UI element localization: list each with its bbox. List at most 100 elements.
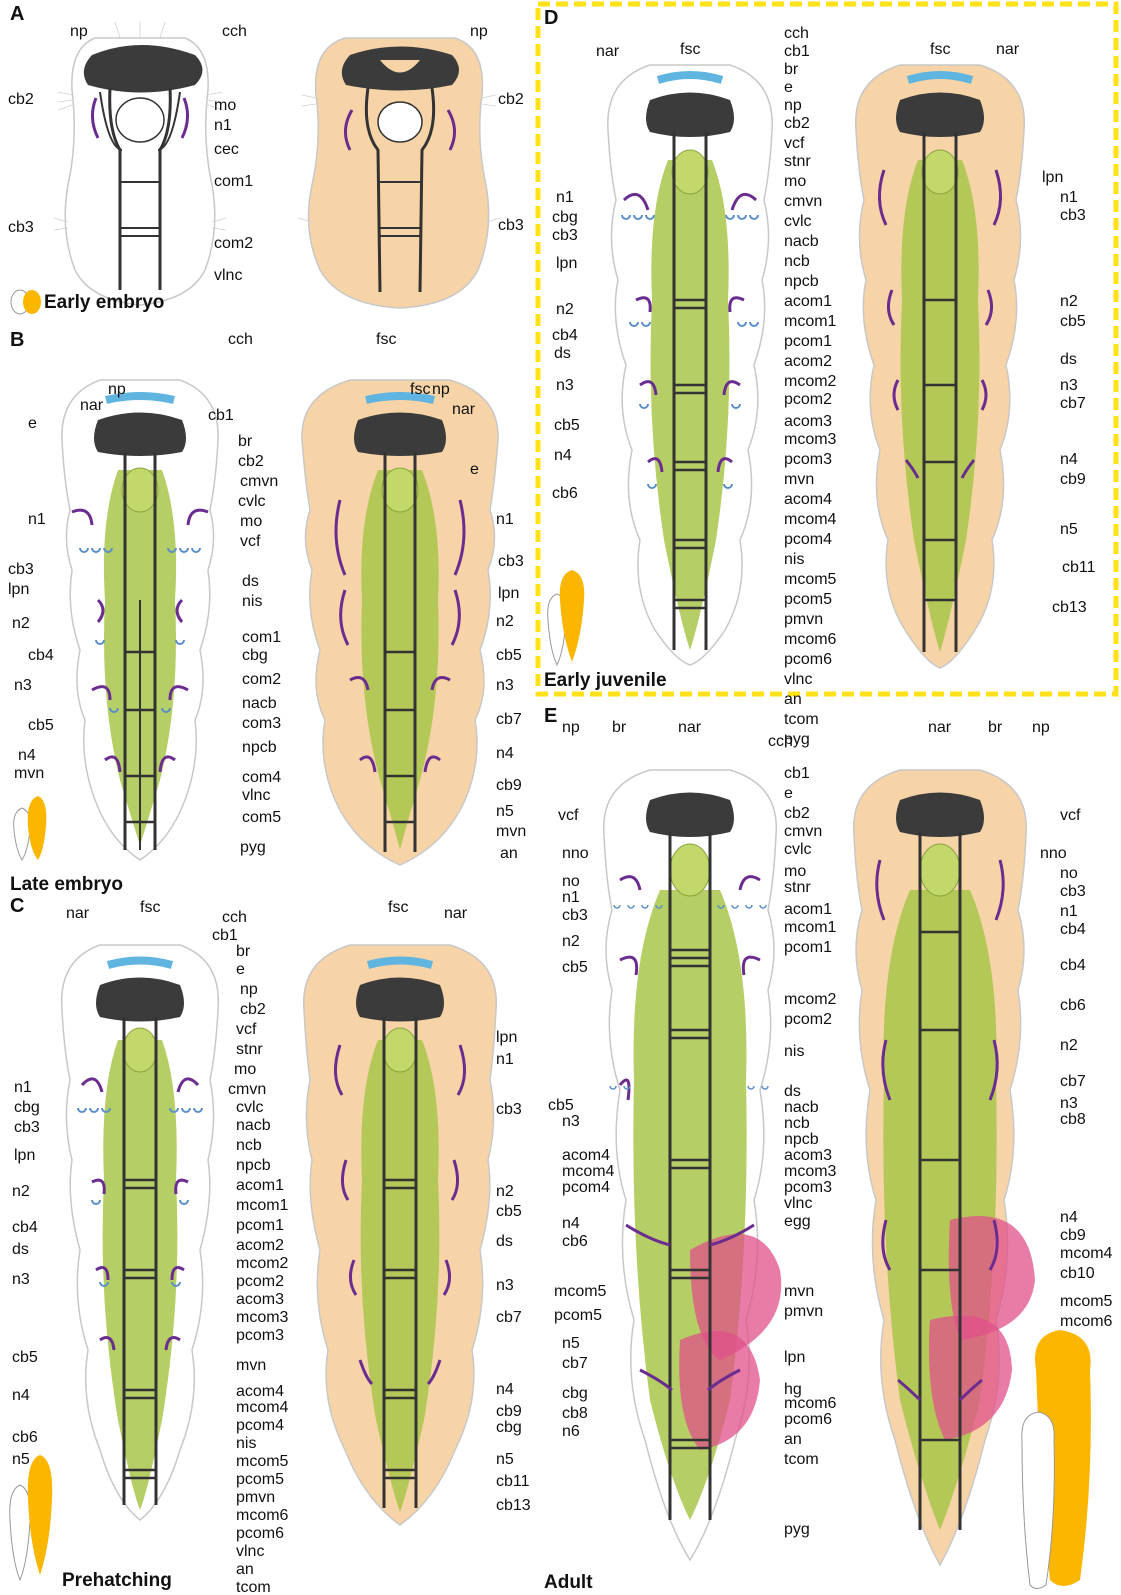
panel-c-label-br: br	[236, 943, 251, 960]
panel-d-label-fsc: fsc	[680, 41, 700, 58]
panel-b-label-cb7: cb7	[496, 711, 522, 728]
panel-b-label-an: an	[500, 845, 518, 862]
panel-a-label-np: np	[70, 23, 88, 40]
panel-b-label-npcb: npcb	[242, 739, 277, 756]
panel-b-label-cbg: cbg	[242, 647, 268, 664]
panel-c-label-acom3: acom3	[236, 1291, 284, 1308]
panel-e-label-cb8: cb8	[1060, 1111, 1086, 1128]
panel-d-label-vcf: vcf	[784, 135, 805, 152]
panel-d-label-ncb: ncb	[784, 253, 810, 270]
panel-e-label-mcom2: mcom2	[784, 991, 837, 1008]
panel-d-label-n2: n2	[556, 301, 574, 318]
panel-a-label-cb3: cb3	[8, 219, 34, 236]
panel-a-label-com2: com2	[214, 235, 253, 252]
panel-d-label-mcom1: mcom1	[784, 313, 837, 330]
panel-c-label-nar: nar	[66, 905, 90, 922]
panel-e-label-np: np	[562, 719, 580, 736]
panel-d-label-acom4: acom4	[784, 491, 832, 508]
panel-a-label-cec: cec	[214, 141, 239, 158]
panel-c-label-n1: n1	[496, 1051, 514, 1068]
panel-d-label-cb9: cb9	[1060, 471, 1086, 488]
panel-b-label-cb3: cb3	[8, 561, 34, 578]
panel-c-label-n4: n4	[496, 1381, 514, 1398]
panel-e-label-vcf: vcf	[558, 807, 579, 824]
stage-title-e: Adult	[544, 1572, 593, 1593]
panel-c-label-cb11: cb11	[496, 1473, 530, 1490]
panel-e-label-vlnc: vlnc	[784, 1195, 812, 1212]
panel-b-label-nacb: nacb	[242, 695, 277, 712]
panel-c-label-n5: n5	[12, 1451, 30, 1468]
panel-b-label-com1: com1	[242, 629, 281, 646]
panel-e-label-pcom3: pcom3	[784, 1179, 832, 1196]
panel-a-label-n1: n1	[214, 117, 232, 134]
panel-c-label-ncb: ncb	[236, 1137, 262, 1154]
panel-e-label-cb9: cb9	[1060, 1227, 1086, 1244]
panel-d-label-pcom4: pcom4	[784, 531, 832, 548]
panel-d-label-cmvn: cmvn	[784, 193, 822, 210]
panel-d-label-cb7: cb7	[1060, 395, 1086, 412]
panel-e-label-cbg: cbg	[562, 1385, 588, 1402]
panel-e-label-cb6: cb6	[562, 1233, 588, 1250]
panel-d-label-lpn: lpn	[1042, 169, 1063, 186]
panel-c-label-nacb: nacb	[236, 1117, 271, 1134]
panel-d-label-cb5: cb5	[1060, 313, 1086, 330]
panel-e-label-mo: mo	[784, 863, 806, 880]
panel-b-label-n4: n4	[18, 747, 36, 764]
panel-b-label-cmvn: cmvn	[240, 473, 278, 490]
panel-e-label-n2: n2	[1060, 1037, 1078, 1054]
panel-e-label-mcom6: mcom6	[784, 1395, 837, 1412]
panel-e-label-mcom4: mcom4	[562, 1163, 615, 1180]
panel-b-label-nar: nar	[80, 397, 104, 414]
panel-d-label-cb11: cb11	[1062, 559, 1096, 576]
panel-d-label-mcom2: mcom2	[784, 373, 837, 390]
panel-b-label-nar: nar	[452, 401, 476, 418]
panel-c-label-mcom4: mcom4	[236, 1399, 289, 1416]
panel-b-label-mo: mo	[240, 513, 262, 530]
panel-b-drawing	[62, 380, 498, 865]
panel-d-label-nar: nar	[996, 41, 1020, 58]
panel-b-label-cb4: cb4	[28, 647, 54, 664]
panel-c-label-acom4: acom4	[236, 1383, 284, 1400]
panel-e-label-n5: n5	[562, 1335, 580, 1352]
panel-e-label-npcb: npcb	[784, 1131, 819, 1148]
panel-d-label-pcom2: pcom2	[784, 391, 832, 408]
panel-c-label-pcom1: pcom1	[236, 1217, 284, 1234]
panel-e-label-cb1: cb1	[784, 765, 810, 782]
panel-e-label-nar: nar	[928, 719, 952, 736]
panel-b-label-cb3: cb3	[498, 553, 524, 570]
panel-e-label-cb5: cb5	[548, 1097, 574, 1114]
panel-e-label-cch: cch	[768, 733, 793, 750]
panel-b-label-ds: ds	[242, 573, 259, 590]
panel-c-label-cb4: cb4	[12, 1219, 38, 1236]
panel-d-label-n2: n2	[1060, 293, 1078, 310]
panel-b-label-e: e	[28, 415, 37, 432]
panel-b-label-mvn: mvn	[496, 823, 526, 840]
panel-b-label-cb5: cb5	[28, 717, 54, 734]
panel-d-label-cb6: cb6	[552, 485, 578, 502]
panel-e-label-cb6: cb6	[1060, 997, 1086, 1014]
panel-d-label-acom3: acom3	[784, 413, 832, 430]
panel-e-label-mcom5: mcom5	[554, 1283, 607, 1300]
panel-d-label-npcb: npcb	[784, 273, 819, 290]
panel-d-label-n3: n3	[556, 377, 574, 394]
panel-c-label-lpn: lpn	[14, 1147, 35, 1164]
panel-b-label-n2: n2	[496, 613, 514, 630]
panel-e-label-pyg: pyg	[784, 1521, 810, 1538]
panel-e-label-pcom2: pcom2	[784, 1011, 832, 1028]
panel-c-label-cb2: cb2	[240, 1001, 266, 1018]
panel-c-label-cbg: cbg	[496, 1419, 522, 1436]
panel-a-label-cch: cch	[222, 23, 247, 40]
panel-c-label-cb3: cb3	[14, 1119, 40, 1136]
panel-e-label-n2: n2	[562, 933, 580, 950]
panel-c-label-cmvn: cmvn	[228, 1081, 266, 1098]
panel-b-label-com3: com3	[242, 715, 281, 732]
panel-d-label-pcom5: pcom5	[784, 591, 832, 608]
panel-c-label-fsc: fsc	[388, 899, 408, 916]
panel-e-label-cb3: cb3	[562, 907, 588, 924]
panel-c-label-nar: nar	[444, 905, 468, 922]
panel-letter-c: C	[10, 895, 24, 917]
panel-e-label-tcom: tcom	[784, 1451, 819, 1468]
panel-d-label-lpn: lpn	[556, 255, 577, 272]
panel-d-label-n1: n1	[1060, 189, 1078, 206]
